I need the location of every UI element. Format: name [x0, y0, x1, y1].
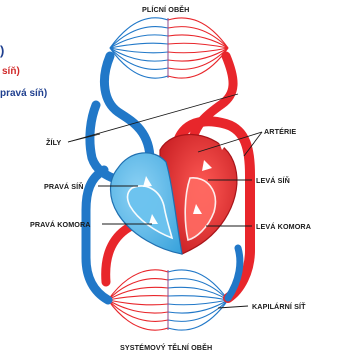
pulmonary-artery: [104, 56, 150, 160]
label-right-ventricle: PRAVÁ KOMORA: [30, 220, 91, 229]
heart: [111, 134, 237, 254]
systemic-capillary-network: [108, 270, 228, 330]
label-systemic-circulation: SYSTÉMOVÝ TĚLNÍ OBĚH: [120, 343, 212, 352]
pulmonary-capillary-network: [110, 18, 228, 78]
label-left-ventricle: LEVÁ KOMORA: [256, 222, 311, 231]
label-arteries: ARTÉRIE: [264, 127, 296, 136]
label-pulmonary-circulation: PLÍCNÍ OBĚH: [142, 5, 189, 14]
label-left-atrium: LEVÁ SÍŇ: [256, 176, 290, 185]
overlay-fragment-2: síň): [2, 66, 20, 77]
label-veins: ŽÍLY: [46, 138, 61, 147]
overlay-fragment-3: pravá síň): [0, 88, 47, 99]
label-right-atrium: PRAVÁ SÍŇ: [44, 182, 84, 191]
label-capillaries: KAPILÁRNÍ SÍŤ: [252, 302, 306, 311]
overlay-fragment-1: ): [0, 43, 4, 58]
